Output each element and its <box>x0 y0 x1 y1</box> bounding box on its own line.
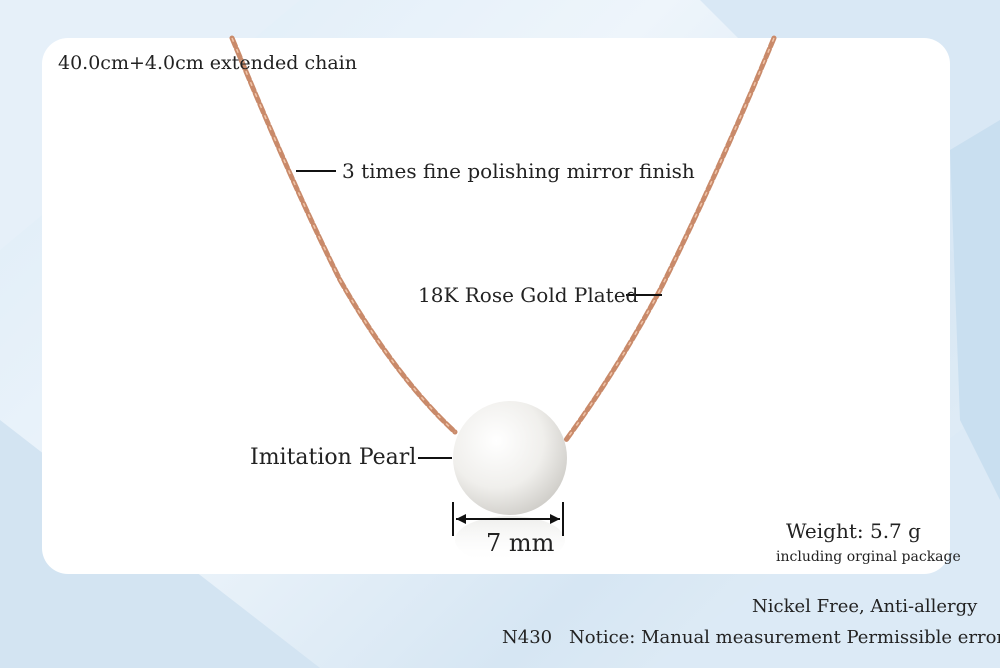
chain-length-label: 40.0cm+4.0cm extended chain <box>58 52 357 74</box>
dimension-arrow-right <box>550 514 560 524</box>
pearl <box>453 401 567 515</box>
measurement-notice: Notice: Manual measurement Permissible e… <box>569 627 1000 648</box>
sku-code: N430 <box>502 627 553 648</box>
pearl-size-label: 7 mm <box>486 529 555 557</box>
nickel-free-note: Nickel Free, Anti-allergy <box>752 596 978 617</box>
package-note: including orginal package <box>776 549 961 565</box>
finish-label: 3 times fine polishing mirror finish <box>342 159 695 183</box>
dimension-arrow-left <box>456 514 466 524</box>
weight-label: Weight: 5.7 g <box>786 519 921 543</box>
pearl-label: Imitation Pearl <box>250 445 417 470</box>
chain-right <box>563 35 777 443</box>
plating-label: 18K Rose Gold Plated <box>418 283 639 307</box>
pearl-reflection <box>455 516 565 564</box>
chain-left <box>229 35 458 435</box>
